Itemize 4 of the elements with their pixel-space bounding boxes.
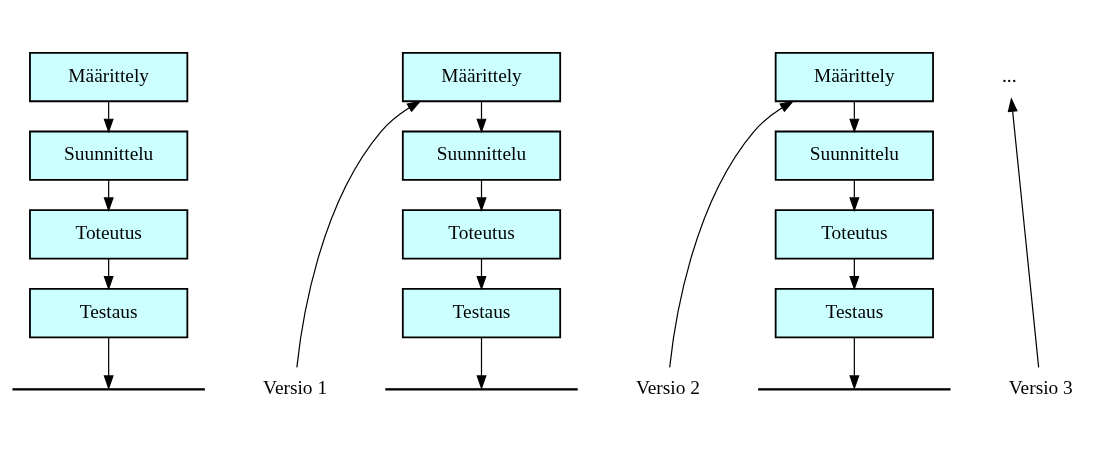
node-text: Versio 3: [1008, 376, 1073, 398]
node-text: ...: [1002, 64, 1017, 86]
node-text: Versio 1: [263, 376, 328, 398]
node-text: Versio 2: [635, 376, 700, 398]
